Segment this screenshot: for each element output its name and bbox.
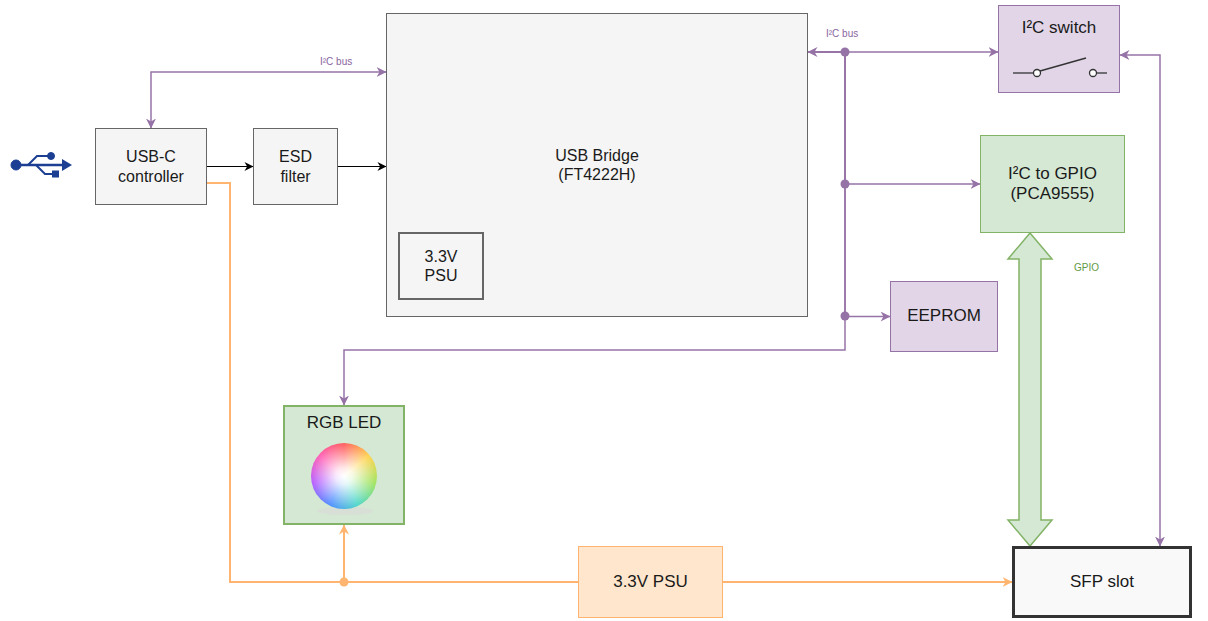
usb-icon: [11, 153, 72, 178]
power-supply-box: 3.3V PSU: [578, 546, 723, 618]
switch-contact: [1034, 70, 1041, 77]
switch-blade: [1040, 58, 1086, 71]
connector-line: [808, 52, 890, 317]
bus-label: I²C bus: [318, 56, 354, 68]
block-arrow: [1008, 233, 1052, 546]
usb-icon-dot: [11, 160, 21, 170]
connector-line: [1120, 55, 1160, 546]
usb-icon-arrow: [62, 159, 72, 171]
filter-box: ESD filter: [253, 128, 338, 205]
usb-icon-stem: [16, 164, 64, 167]
connector-line: [151, 72, 386, 128]
usb-icon-branch: [36, 165, 53, 174]
node-label: RGB LED: [307, 413, 382, 433]
bus-label: I²C bus: [824, 28, 860, 40]
bus-label: GPIO: [1072, 262, 1101, 274]
usb-icon-circle: [48, 153, 55, 160]
node-label: SFP slot: [1070, 572, 1134, 592]
node-label: USB-C controller: [102, 147, 200, 185]
junction-dot: [841, 312, 850, 321]
usb-icon-square: [52, 171, 59, 178]
connector-line: [808, 52, 980, 184]
connector-line: [207, 166, 253, 167]
switch-box: I²C switch: [998, 5, 1120, 93]
led-box: RGB LED: [283, 405, 405, 525]
controller-box: USB-C controller: [95, 128, 207, 205]
node-label: I²C switch: [1022, 18, 1097, 38]
slot-box: SFP slot: [1012, 546, 1192, 618]
switch-lead: [1013, 72, 1033, 73]
node-label: USB Bridge (FT4222H): [547, 146, 647, 184]
wheel-shadow: [317, 507, 373, 515]
gpio-expander-box: I²C to GPIO (PCA9555): [980, 135, 1125, 233]
node-label: I²C to GPIO (PCA9555): [987, 164, 1118, 205]
node-label: ESD filter: [273, 147, 318, 185]
connector-line: [723, 581, 1012, 583]
node-label: EEPROM: [907, 306, 981, 326]
junction-dot: [841, 180, 850, 189]
junction-dot: [340, 578, 349, 587]
eeprom-box: EEPROM: [890, 281, 998, 352]
usb-icon-branch: [28, 156, 48, 165]
switch-symbol: [1013, 58, 1107, 77]
bridge-box: USB Bridge (FT4222H) 3.3V PSU: [386, 13, 808, 317]
power-supply-box: 3.3V PSU: [398, 232, 484, 300]
color-wheel-disc: [311, 443, 377, 509]
switch-lead: [1097, 72, 1107, 73]
node-label: 3.3V PSU: [613, 572, 688, 592]
connector-line: [338, 166, 386, 167]
color-wheel: [311, 443, 377, 509]
junction-dot: [841, 48, 850, 57]
switch-contact: [1090, 70, 1097, 77]
node-label: 3.3V PSU: [416, 247, 466, 285]
